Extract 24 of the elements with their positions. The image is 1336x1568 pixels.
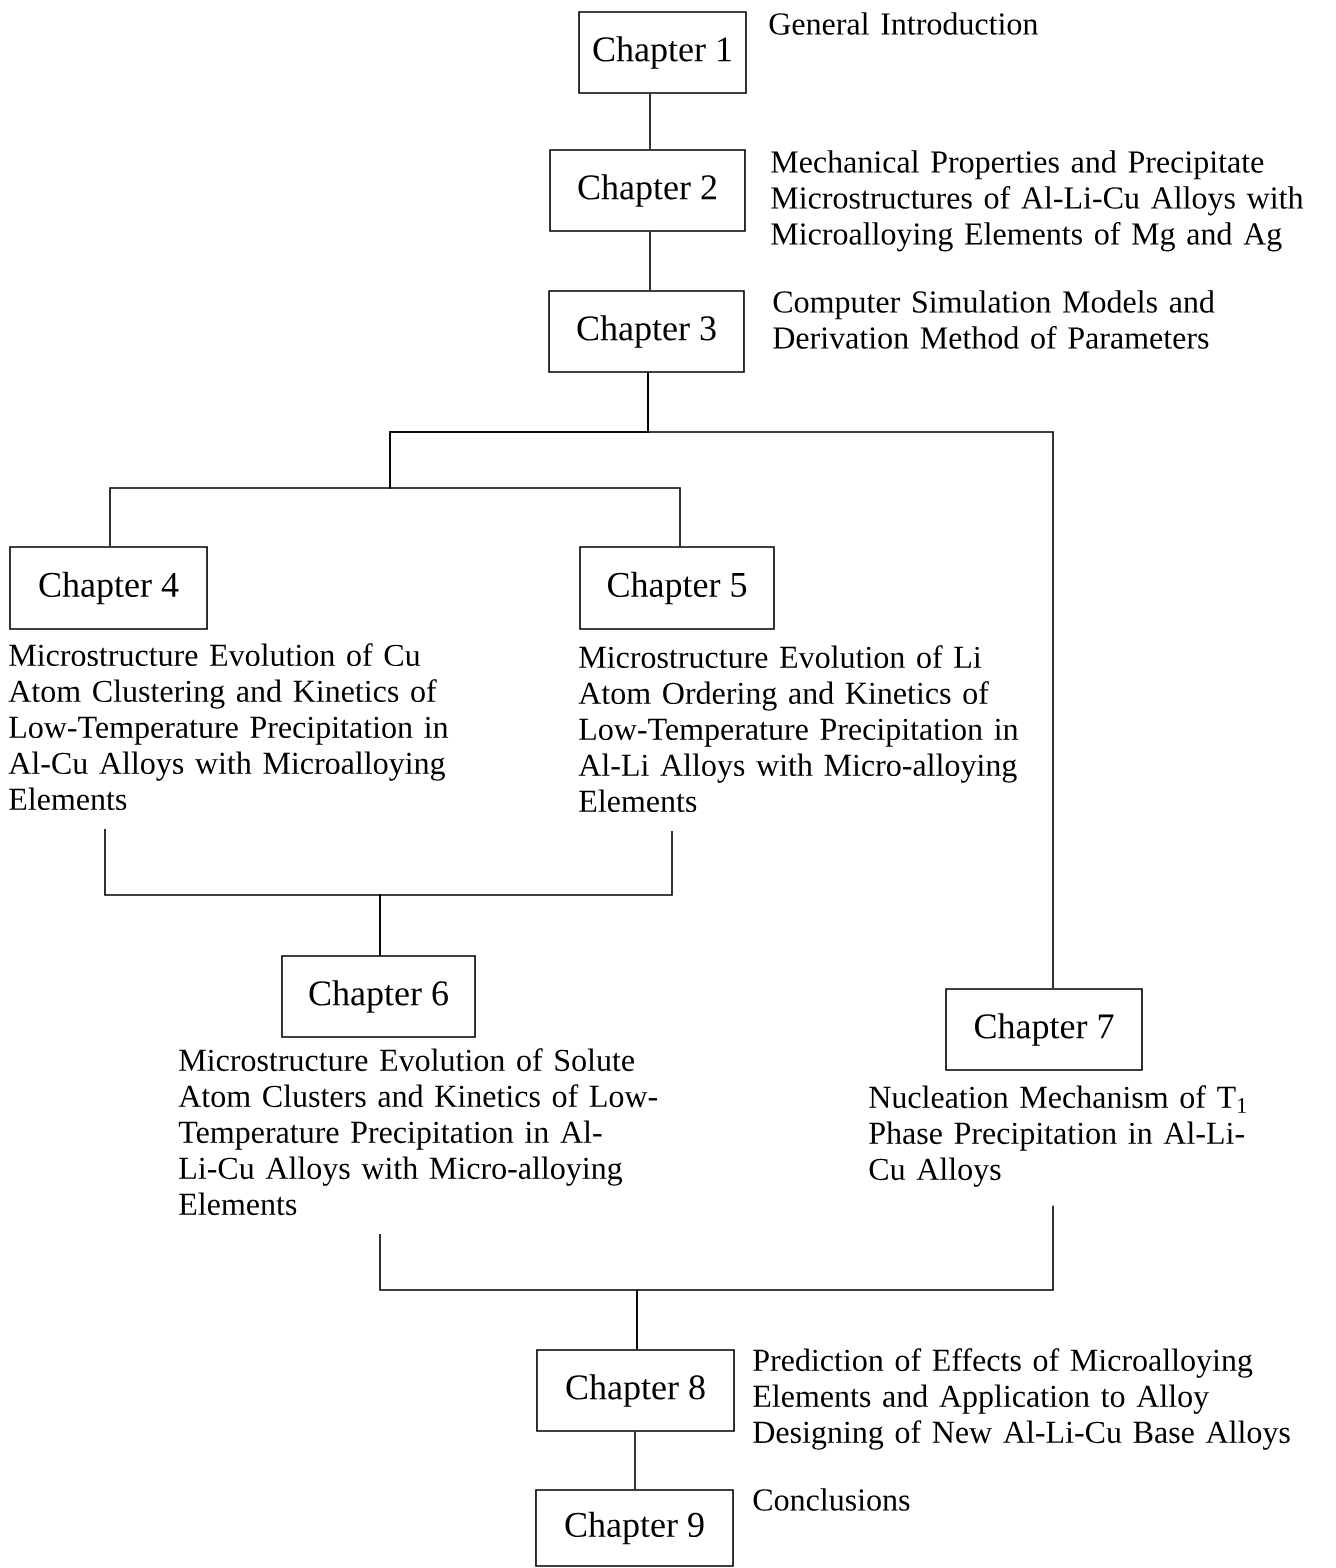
connector-line [379, 830, 673, 956]
connector-line [647, 372, 1054, 989]
chapter-box: Chapter 4 [9, 546, 208, 630]
connector-line [649, 93, 651, 150]
description-text: Microstructure Evolution of Solute Atom Clusters and Kinetics of Low-Temperature Precipitation in Al-Li-Cu Alloys with Micro-alloying Elements [178, 1048, 658, 1216]
description-text: Mechanical Properties and Precipitate Microstructures of Al-Li-Cu Alloys with Microalloying Elements of Mg and Ag [771, 150, 1304, 252]
chapter-box: Chapter 6 [281, 955, 476, 1038]
chapter-box: Chapter 1 [578, 11, 747, 94]
description-text: Conclusions [753, 1488, 910, 1511]
chapter-box: Chapter 7 [945, 988, 1143, 1071]
description-text: Microstructure Evolution of Li Atom Ordering and Kinetics of Low-Temperature Precipitation in Al-Li Alloys with Micro-alloying Elements [578, 645, 1019, 813]
chapter-box: Chapter 2 [549, 149, 746, 232]
connector-line [636, 1204, 1054, 1350]
description-text: Microstructure Evolution of Cu Atom Clustering and Kinetics of Low-Temperature Precipitation in Al-Cu Alloys with Microalloying Elements [8, 643, 449, 811]
chapter-box: Chapter 3 [548, 290, 745, 373]
description-text: Nucleation Mechanism of T$_{1}$ Phase Precipitation in Al-Li-Cu Alloys [869, 1085, 1246, 1187]
description-text: Prediction of Effects of Microalloying Elements and Application to Alloy Designing of New Al-Li-Cu Base Alloys [753, 1348, 1290, 1450]
chapter-box: Chapter 5 [579, 546, 775, 630]
description-text: Computer Simulation Models and Derivation Method of Parameters [773, 290, 1215, 349]
chapter-box: Chapter 9 [535, 1489, 734, 1567]
description-text: General Introduction [769, 12, 1038, 35]
connector-line [649, 231, 651, 291]
chapter-box: Chapter 8 [536, 1349, 735, 1432]
connector-line [634, 1431, 636, 1490]
